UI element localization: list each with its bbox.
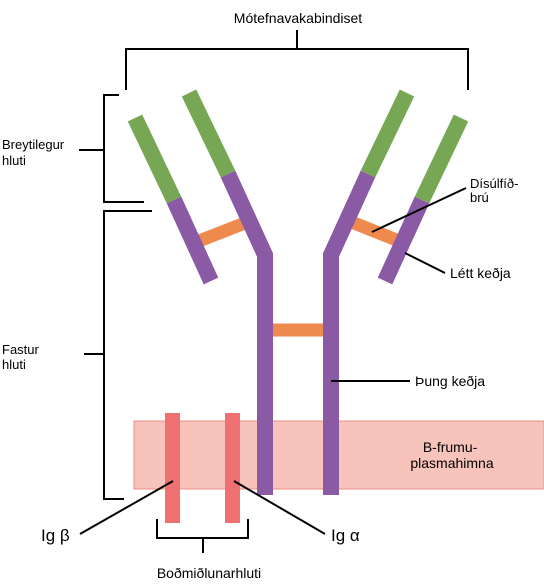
variable-region-label: Breytilegur hluti (2, 137, 68, 168)
signaling-unit-bracket (156, 519, 249, 553)
disulfide-bridge-left (196, 216, 248, 248)
ig-alpha-label: Ig α (331, 526, 360, 545)
membrane-label: B-frumu- plasmahimna (410, 439, 493, 471)
ig-beta-chain (165, 413, 180, 523)
antigen-binding-bracket (125, 30, 469, 90)
light-chain-label: Létt keðja (450, 265, 511, 281)
light-chain-right-constant (377, 196, 430, 285)
light-chain-left-constant (166, 196, 219, 285)
ig-alpha-leader (233, 480, 326, 535)
light-chain-left-variable (127, 114, 182, 204)
variable-region-bracket (79, 94, 144, 203)
constant-region-label: Fastur hluti (2, 342, 42, 372)
disulfide-bridge-right (351, 216, 402, 248)
disulfide-bridges (196, 216, 402, 337)
disulfide-leader (371, 187, 467, 233)
ig-beta-label: Ig β (41, 526, 70, 545)
light-chain-right-variable (414, 114, 469, 204)
heavy-chain-left-variable (181, 89, 236, 178)
heavy-chain-right (323, 170, 376, 495)
constant-region-bracket (84, 210, 152, 500)
light-chain-leader (404, 252, 446, 274)
antigen-binding-label: Mótefnavakabindiset (234, 10, 363, 26)
heavy-chain-left (220, 170, 273, 495)
heavy-chain-label: Þung keðja (415, 373, 485, 389)
heavy-chains (220, 170, 376, 495)
ig-beta-leader (79, 480, 174, 535)
signaling-unit-label: Boðmiðlunarhluti (157, 565, 261, 581)
disulfide-bridge-label: Dísúlfíð- brú (470, 176, 522, 205)
heavy-chain-right-variable (360, 89, 415, 178)
ig-alpha-chain (225, 413, 240, 523)
